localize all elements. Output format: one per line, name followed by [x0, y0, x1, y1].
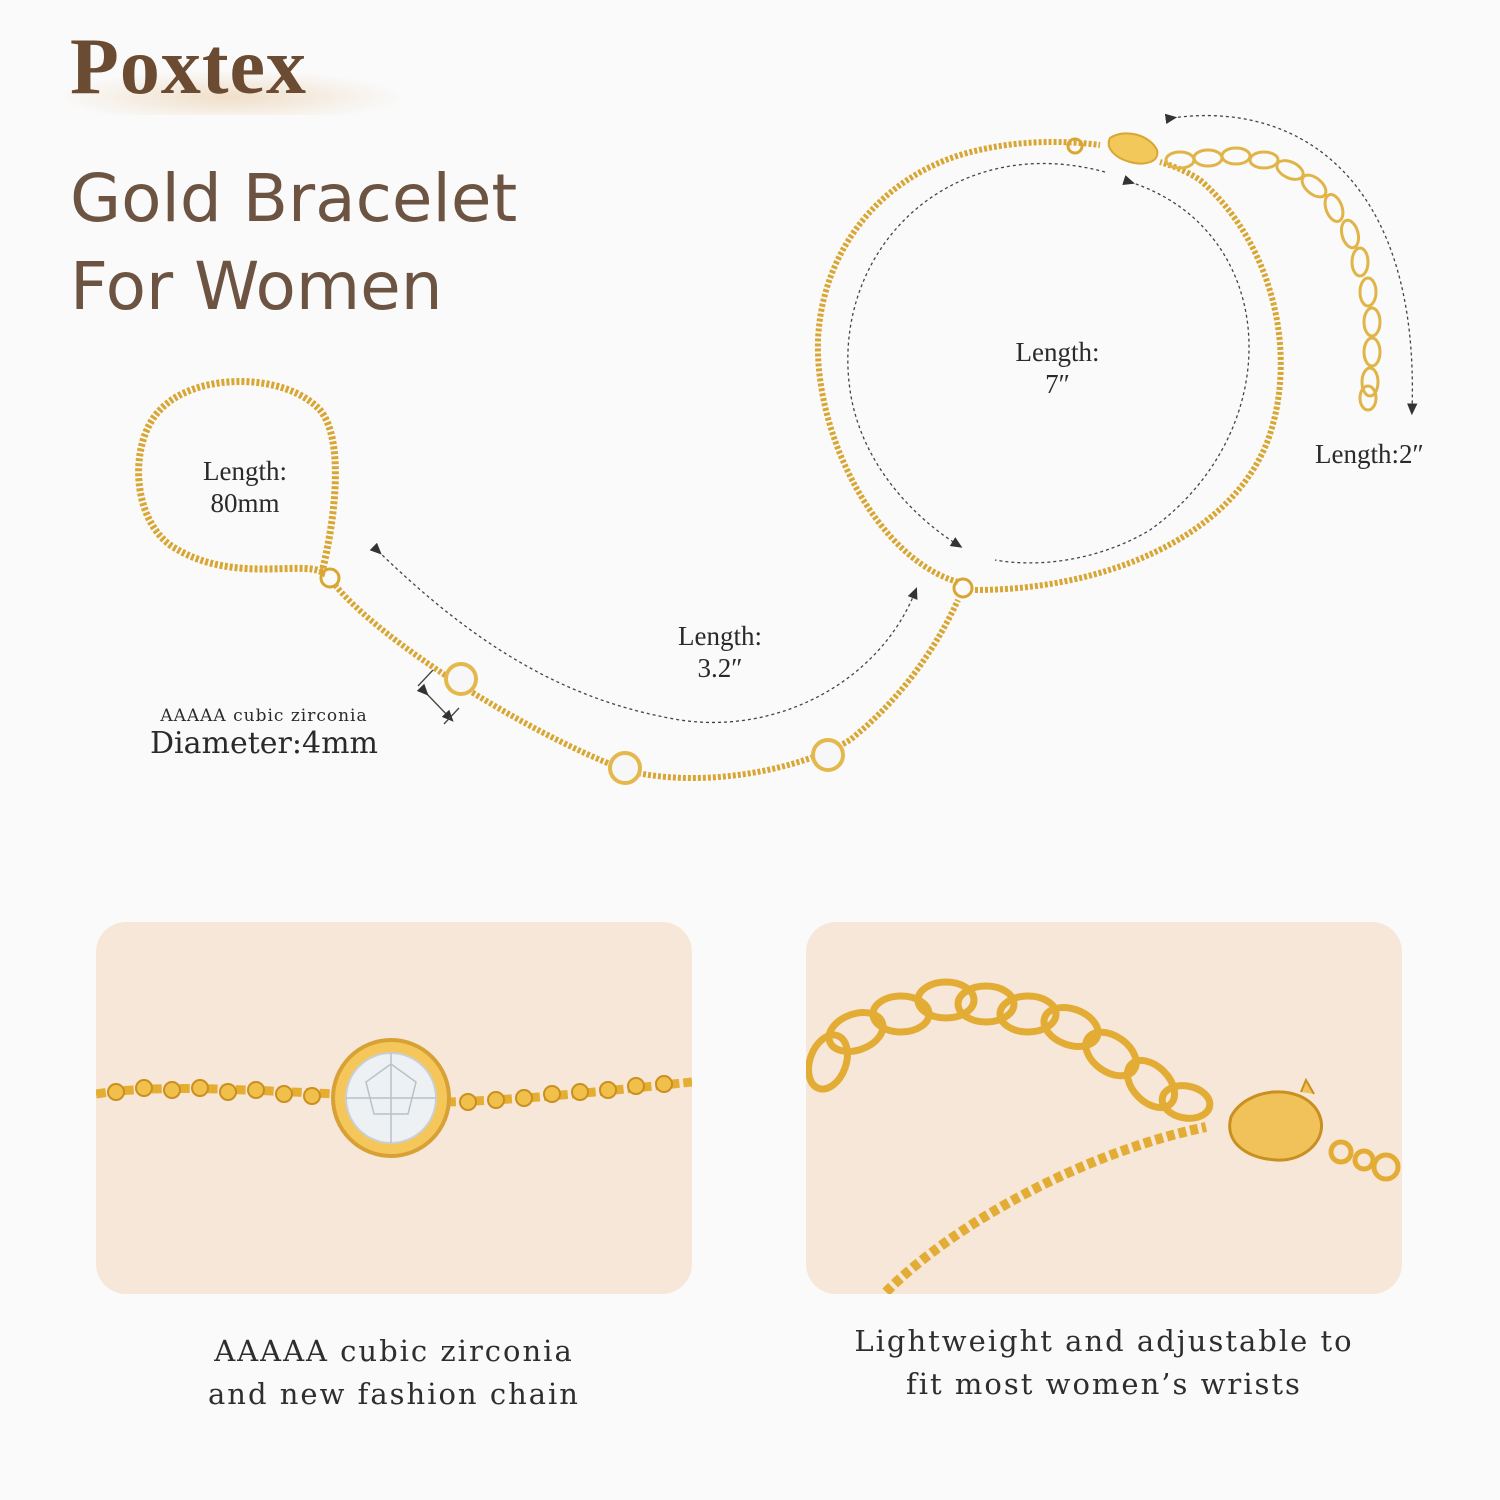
ring-length-label: Length: 80mm [203, 456, 287, 518]
bracelet-length-label: Length: 7″ [1015, 337, 1100, 399]
extender-length-label: Length:2″ [1315, 439, 1424, 469]
lobster-clasp-icon [1228, 1090, 1323, 1162]
clasp-caption: Lightweight and adjustable to fit most w… [854, 1324, 1354, 1401]
bracelet-diagram [135, 113, 1418, 785]
stone-diameter: Diameter:4mm [150, 726, 378, 761]
stone-caption: AAAAA cubic zirconia and new fashion cha… [207, 1334, 580, 1411]
brand-swash [55, 70, 405, 115]
stone-closeup-image [96, 1038, 692, 1158]
extender-chain [1164, 146, 1382, 412]
connector-length-label: Length: 3.2″ [678, 621, 762, 683]
dimension-arrow-icon [369, 113, 1418, 725]
clasp-closeup-panel [806, 922, 1402, 1294]
finger-ring-chain [135, 378, 341, 589]
lobster-clasp-icon [1107, 132, 1159, 165]
connector-chain [332, 577, 974, 781]
brand-logo: Poxtex [70, 23, 308, 111]
stone-closeup-panel [96, 922, 692, 1294]
clasp-closeup-image [806, 978, 1401, 1294]
headline-line-2: For Women [70, 248, 443, 325]
cubic-zirconia-stone-icon [444, 662, 845, 785]
product-headline: Gold Bracelet For Women [70, 155, 517, 331]
stone-grade: AAAAA cubic zirconia [160, 706, 368, 726]
headline-line-1: Gold Bracelet [70, 160, 518, 237]
stone-diameter-note: AAAAA cubic zirconia Diameter:4mm [150, 706, 378, 761]
